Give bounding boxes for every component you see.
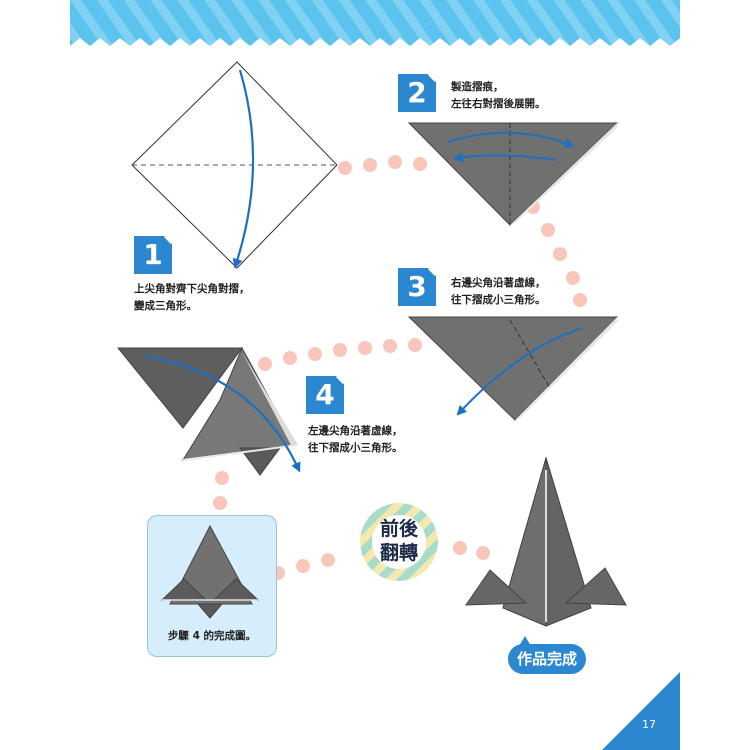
step4-result-box: 步驟 4 的完成圖。 [147, 515, 277, 657]
step1-square-diagram [131, 61, 338, 269]
step4-shape-diagram [116, 346, 301, 476]
step2-caption-line1: 製造摺痕， [451, 81, 504, 93]
folding-diagram [116, 61, 680, 750]
book-page: 1 2 3 4 上尖角對齊下尖角對摺， 變成三角形。 製造摺痕， 左往右對摺後展… [70, 0, 680, 750]
connector-dots [213, 155, 587, 580]
page-number: 17 [642, 718, 656, 731]
step3-triangle-diagram [407, 316, 619, 421]
step4-caption: 左邊尖角沿著虛線， 往下摺成小三角形。 [308, 423, 403, 457]
step4-caption-line2: 往下摺成小三角形。 [308, 442, 403, 454]
flip-text-line1: 前後 [379, 518, 418, 540]
step2-caption-line2: 左往右對摺後展開。 [451, 98, 546, 110]
step2-triangle-diagram [407, 122, 619, 226]
step2-caption: 製造摺痕， 左往右對摺後展開。 [451, 79, 546, 113]
step2-badge: 2 [398, 74, 436, 112]
step3-caption-line2: 往下摺成小三角形。 [451, 294, 546, 306]
finished-label-tail [519, 636, 531, 646]
step3-caption: 右邊尖角沿著虛線， 往下摺成小三角形。 [451, 275, 546, 309]
finished-label: 作品完成 [508, 644, 586, 674]
flip-text: 前後 翻轉 [360, 517, 438, 565]
step1-caption: 上尖角對齊下尖角對摺， 變成三角形。 [134, 281, 250, 315]
step4-result-caption: 步驟 4 的完成圖。 [167, 630, 257, 642]
step3-caption-line1: 右邊尖角沿著虛線， [451, 277, 546, 289]
step1-badge: 1 [134, 236, 172, 274]
step3-badge: 3 [398, 268, 436, 306]
step4-caption-line1: 左邊尖角沿著虛線， [308, 425, 403, 437]
flip-badge: 前後 翻轉 [360, 503, 438, 581]
step1-caption-line1: 上尖角對齊下尖角對摺， [134, 283, 250, 295]
flip-badge-background [360, 503, 438, 581]
top-banner [70, 0, 680, 46]
corner-triangle [602, 672, 680, 750]
flip-text-line2: 翻轉 [379, 542, 418, 564]
step4-badge: 4 [306, 376, 344, 414]
step1-caption-line2: 變成三角形。 [134, 300, 197, 312]
finished-plane-diagram [465, 456, 627, 627]
step4-result-illustration [160, 524, 260, 619]
